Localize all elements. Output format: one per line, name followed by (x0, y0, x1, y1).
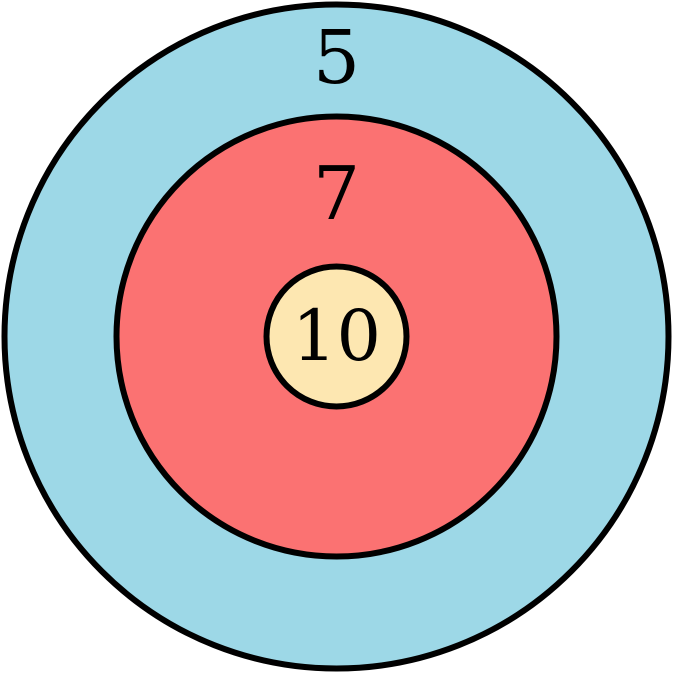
outer-ring-score-label: 5 (313, 15, 360, 101)
bullseye (263, 263, 410, 410)
bullseye-score-label: 10 (292, 295, 381, 377)
middle-ring-score-label: 7 (313, 151, 360, 237)
